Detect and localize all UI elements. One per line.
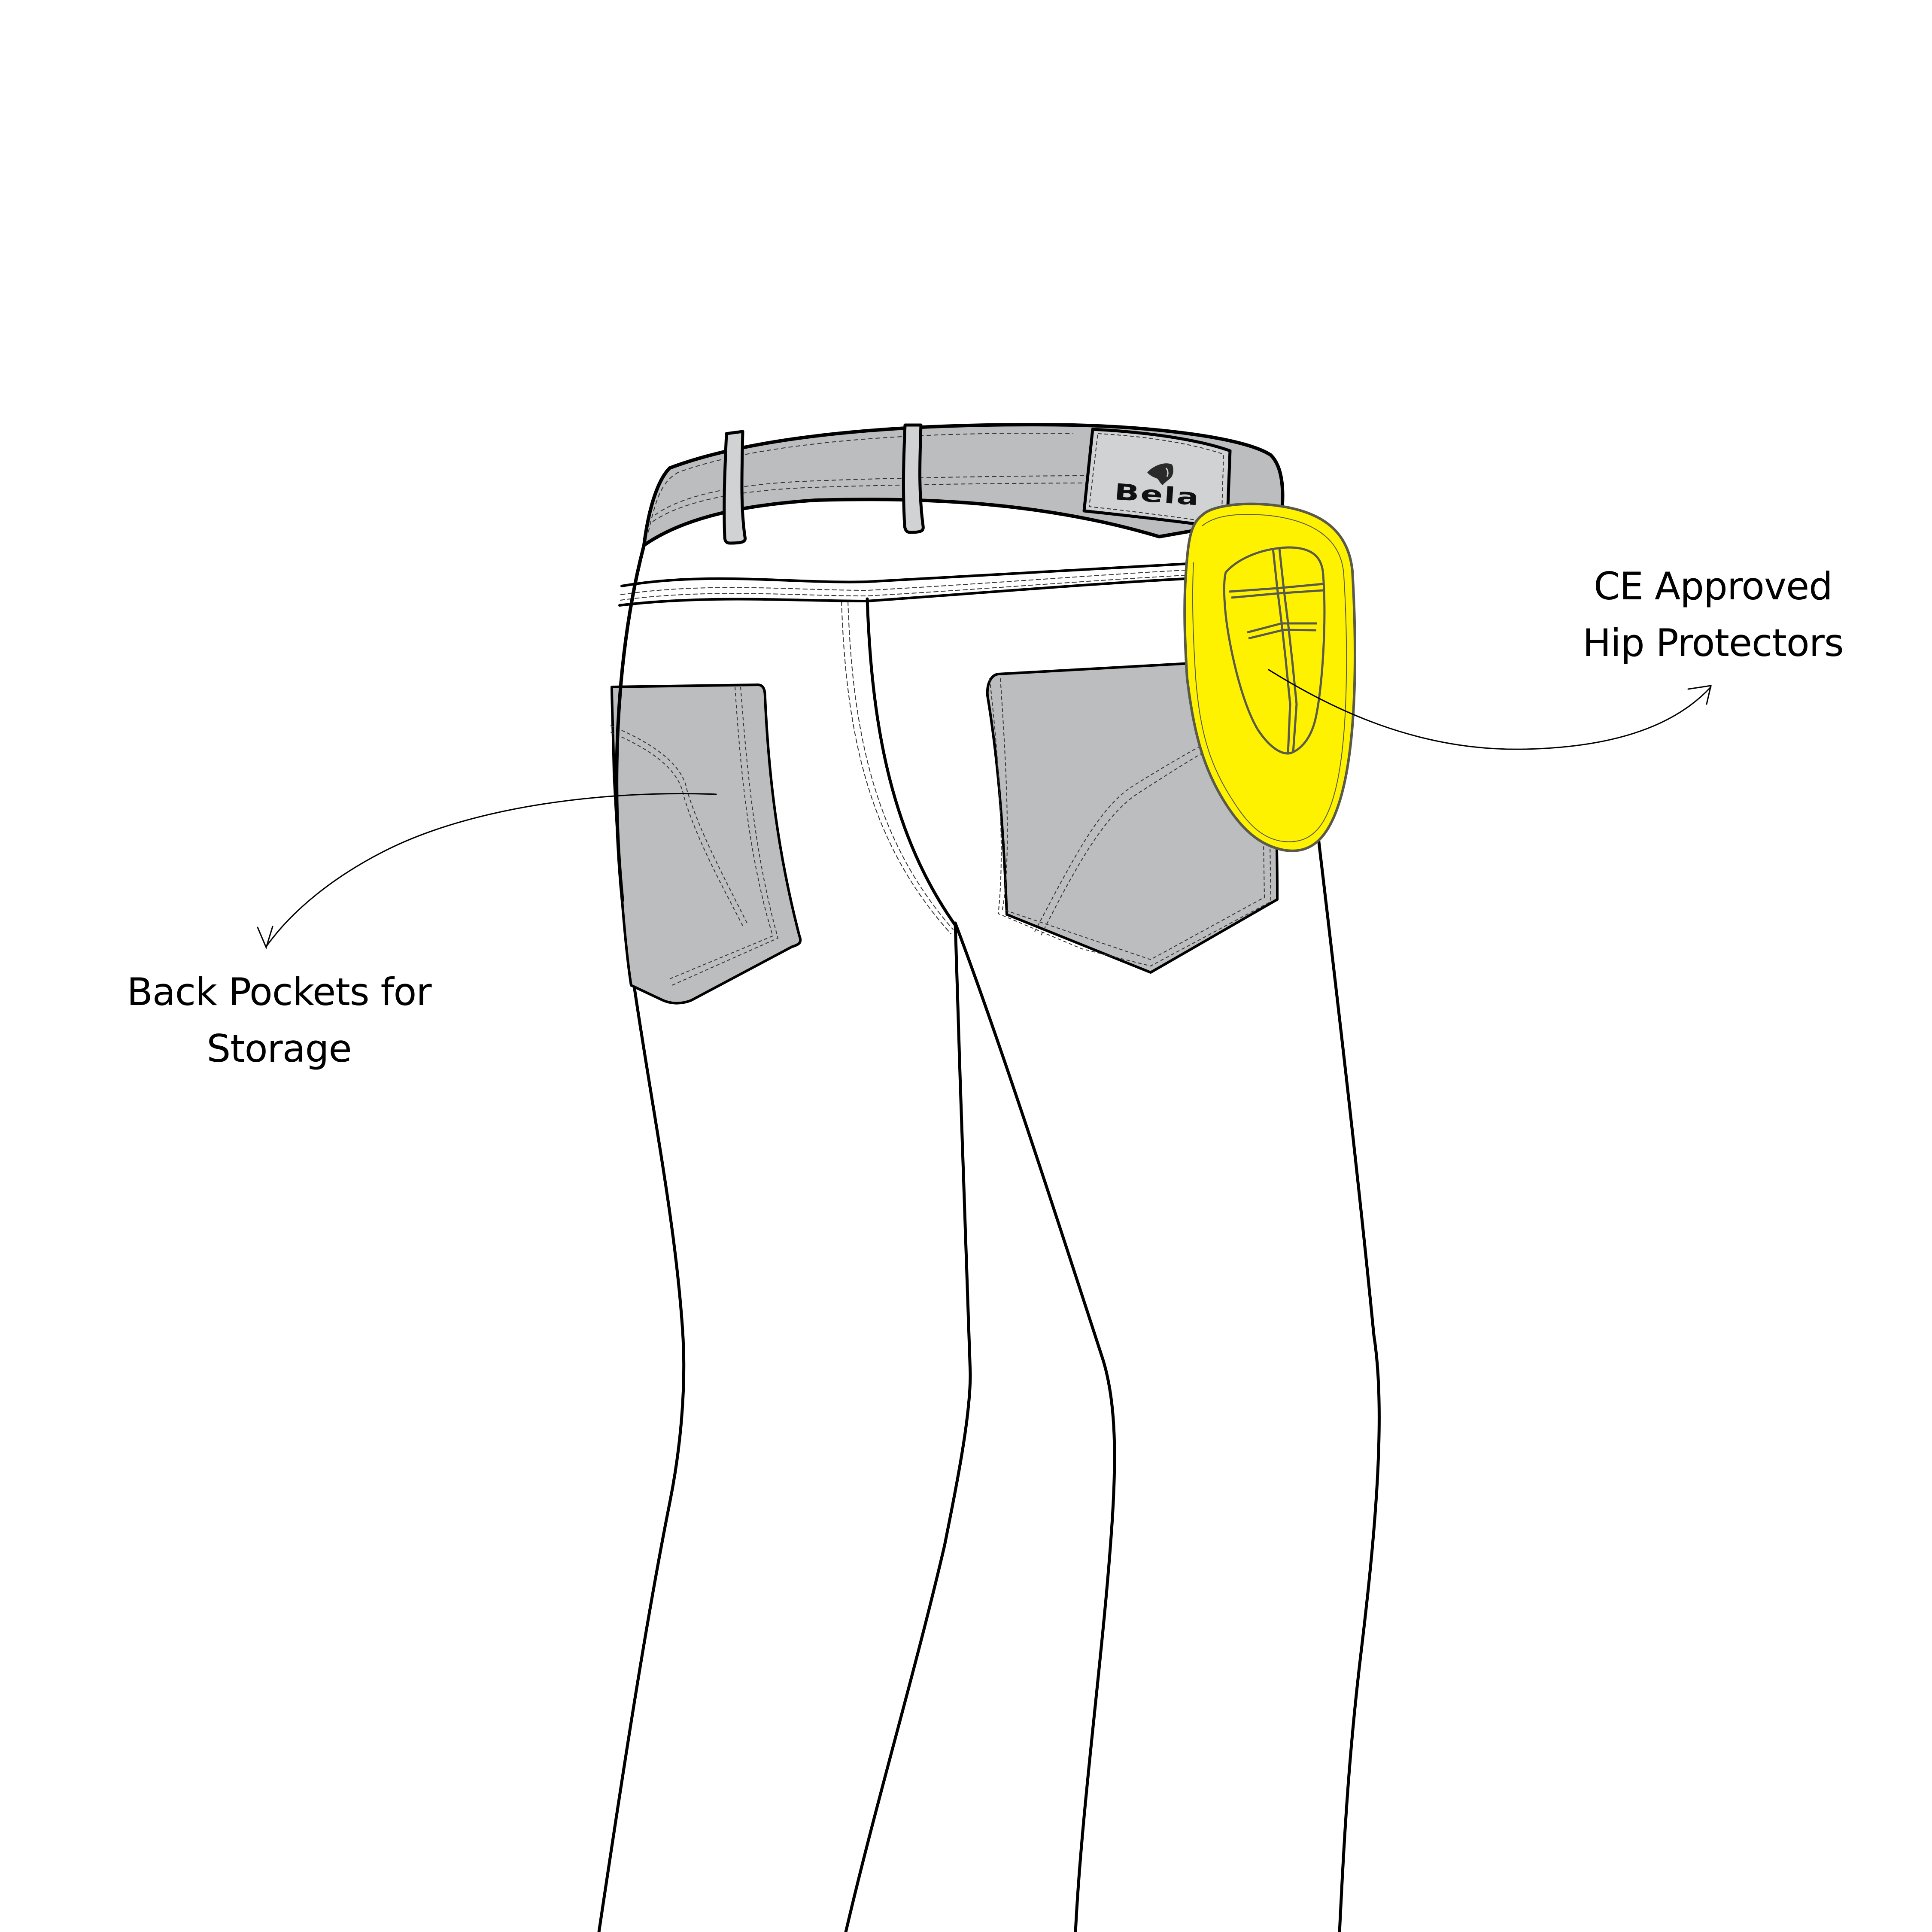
callout-line: Hip Protectors	[1583, 621, 1844, 665]
callout-arrows	[257, 669, 1712, 950]
brand-logo-text: Bela	[1113, 479, 1201, 511]
callout-line: Storage	[207, 1027, 352, 1071]
belt-loops	[723, 423, 925, 545]
callout-line: Back Pockets for	[127, 970, 431, 1014]
back-rise-seam	[841, 597, 957, 934]
callout-line: CE Approved	[1593, 564, 1833, 608]
left-hip-outline	[615, 544, 646, 902]
callout-label-back-pockets: Back Pockets for Storage	[116, 964, 442, 1077]
belt-loop-2	[902, 423, 925, 534]
belt-loop-1	[723, 430, 747, 545]
left-leg-inner-seam	[844, 921, 972, 1932]
left-back-pocket	[610, 683, 802, 1005]
right-leg-inner-seam	[954, 921, 1116, 1932]
right-leg-outer-seam	[1312, 797, 1381, 1932]
callout-label-hip-protectors: CE Approved Hip Protectors	[1563, 558, 1863, 671]
hip-protector	[1183, 502, 1356, 852]
back-yoke	[618, 561, 1212, 607]
arrow-head-left-icon	[257, 926, 273, 950]
hip-protector-grid	[1223, 546, 1326, 755]
pocket-callout-arrow	[265, 793, 717, 948]
arrow-head-right-icon	[1687, 685, 1712, 705]
panther-head-icon	[1147, 463, 1173, 485]
hip-callout-arrow	[1268, 669, 1712, 750]
